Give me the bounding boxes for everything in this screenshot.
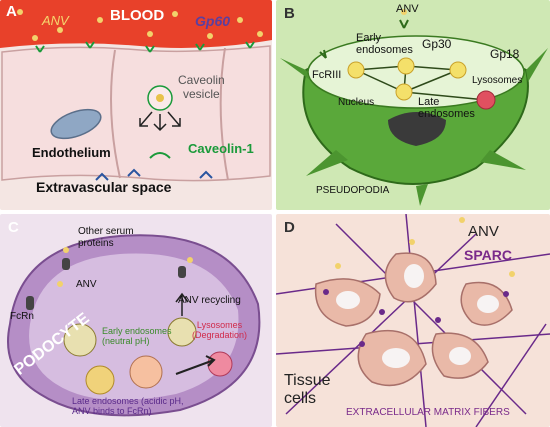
- sparc-dots: [323, 289, 509, 347]
- early-endosomes-label: Early endosomes (neutral pH): [102, 326, 172, 347]
- panel-a: A ANV BLOOD Gp60 Caveolin vesicle Endoth…: [0, 0, 272, 210]
- anv-label: ANV: [76, 279, 97, 290]
- late-endosomes-label: Late endosomes: [418, 96, 475, 121]
- lysosome: [207, 351, 233, 377]
- caveolin1-label: Caveolin-1: [188, 141, 254, 156]
- late-endosome: [85, 365, 115, 395]
- early-endosomes: [347, 57, 467, 101]
- early-endosomes-label: Early endosomes: [356, 32, 413, 57]
- late-endosome: [129, 355, 163, 389]
- blood-label: BLOOD: [110, 7, 165, 24]
- panel-d: D ANV SPARC Tissue cells EXTRACELLULAR M…: [276, 214, 550, 427]
- podocyte-interior: [29, 253, 239, 401]
- cell-junction: [110, 49, 121, 179]
- panel-letter: D: [284, 219, 295, 236]
- anv-particles: [57, 247, 193, 287]
- panel-b-illustration: [280, 9, 548, 206]
- anv-label: ANV: [42, 13, 69, 28]
- nucleus-label: Nucleus: [338, 97, 375, 108]
- late-endosomes-label: Late endosomes (acidic pH, ANV binds to …: [72, 396, 184, 417]
- other-serum-label: Other serum proteins: [78, 226, 134, 249]
- sparc-label: SPARC: [464, 247, 512, 263]
- recycling-endosome: [167, 317, 197, 347]
- anv-particles: [17, 9, 263, 41]
- cell-top-surface: [307, 35, 525, 109]
- cell-nuclei: [336, 264, 499, 368]
- anv-label: ANV: [396, 3, 419, 15]
- endothelium-label: Endothelium: [32, 145, 111, 160]
- lysosome: [476, 90, 496, 110]
- anv-particles: [335, 217, 515, 277]
- panel-c-illustration: [7, 234, 261, 417]
- fcrn-label: FcRn: [10, 311, 34, 322]
- early-endosome: [63, 323, 97, 357]
- cell-junction: [219, 47, 229, 181]
- panel-c: C Other serum proteins ANV FcRn ANV recy…: [0, 214, 272, 427]
- anv-particle: [156, 94, 164, 102]
- gp60-label: Gp60: [195, 13, 231, 29]
- arrow-down-icon: [167, 111, 181, 127]
- panel-letter: A: [6, 3, 17, 20]
- panel-letter: C: [8, 219, 19, 236]
- gp18-label: Gp18: [490, 47, 520, 61]
- panel-d-illustration: [276, 214, 550, 427]
- gp30-label: Gp30: [422, 37, 452, 51]
- extravascular-label: Extravascular space: [36, 179, 172, 195]
- fcriii-label: FcRIII: [312, 69, 342, 81]
- receptor-icon: [95, 168, 213, 181]
- tissue-cells-label: Tissue cells: [284, 372, 331, 407]
- gp60-receptors: [35, 41, 255, 53]
- caveolin-pit: [149, 152, 171, 159]
- nucleus: [50, 108, 102, 140]
- receptors: [319, 19, 409, 59]
- panel-a-illustration: [0, 0, 272, 182]
- pseudopodia-label: PSEUDOPODIA: [316, 185, 390, 196]
- ecm-label: EXTRACELLULAR MATRIX FIBERS: [346, 407, 510, 418]
- lysosomes-label: Lysosomes (Degradation): [192, 320, 248, 341]
- lysosomes-label: Lysosomes: [472, 75, 523, 86]
- anv-particle: [401, 9, 407, 15]
- pseudopodia: [280, 48, 548, 206]
- nucleus: [388, 112, 446, 146]
- arrow-up-icon: [175, 292, 189, 316]
- panel-b: B ANV Early endosomes Gp30 Gp18 FcRIII L…: [276, 0, 550, 210]
- arrow-icon: [175, 355, 216, 375]
- blood-region: [0, 0, 272, 48]
- endothelium-layer: [1, 45, 271, 182]
- anv-recycling-label: ANV recycling: [178, 295, 241, 306]
- arrow-down-icon: [139, 111, 153, 127]
- arrow-down-icon: [153, 114, 167, 132]
- panel-letter: B: [284, 5, 295, 22]
- caveolin-vesicle-label: Caveolin vesicle: [178, 73, 225, 101]
- fcrn-receptors: [26, 258, 186, 310]
- anv-label: ANV: [468, 223, 499, 240]
